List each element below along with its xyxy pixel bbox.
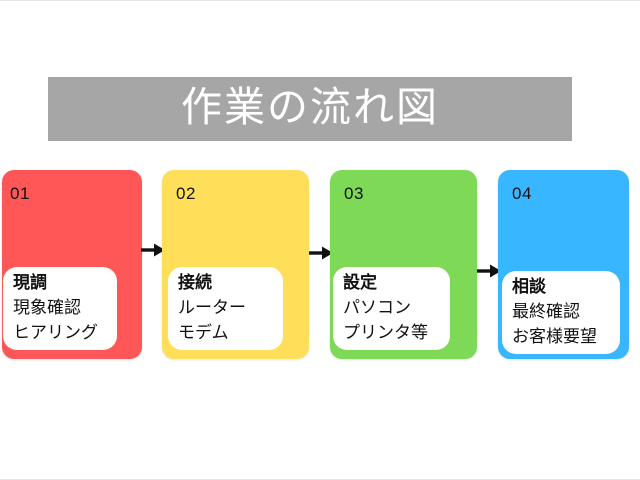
step-card-line: お客様要望: [512, 327, 597, 346]
step-card-title: 現調: [13, 273, 47, 292]
arrow-right-icon: [476, 262, 502, 280]
title-banner: 作業の流れ図: [48, 77, 572, 141]
step-card-line: ルーター: [178, 298, 246, 317]
step-card-line: プリンタ等: [343, 323, 428, 342]
step-number: 04: [512, 184, 532, 203]
step-card-title: 接続: [178, 273, 212, 292]
step-card: 相談 最終確認 お客様要望: [502, 271, 620, 354]
step-number: 02: [176, 184, 196, 203]
page-title: 作業の流れ図: [181, 83, 439, 130]
step-card-title: 相談: [512, 277, 546, 296]
top-edge-divider: [0, 0, 640, 1]
step-card: 現調 現象確認 ヒアリング: [3, 267, 117, 350]
flow-step-4: 04 相談 最終確認 お客様要望: [498, 170, 629, 359]
step-card-line: 現象確認: [13, 298, 81, 317]
step-number: 03: [344, 184, 364, 203]
step-card-title: 設定: [343, 273, 377, 292]
step-card-line: モデム: [178, 323, 229, 342]
flow-step-1: 01 現調 現象確認 ヒアリング: [2, 170, 142, 359]
arrow-right-icon: [140, 241, 166, 259]
step-card-line: 最終確認: [512, 302, 580, 321]
arrow-right-icon: [308, 244, 334, 262]
flow-step-2: 02 接続 ルーター モデム: [162, 170, 309, 359]
step-card-line: パソコン: [343, 298, 411, 317]
step-card-line: ヒアリング: [13, 323, 98, 342]
step-card: 設定 パソコン プリンタ等: [333, 267, 450, 350]
step-number: 01: [10, 184, 30, 203]
flow-step-3: 03 設定 パソコン プリンタ等: [330, 170, 477, 359]
step-card: 接続 ルーター モデム: [168, 267, 283, 350]
